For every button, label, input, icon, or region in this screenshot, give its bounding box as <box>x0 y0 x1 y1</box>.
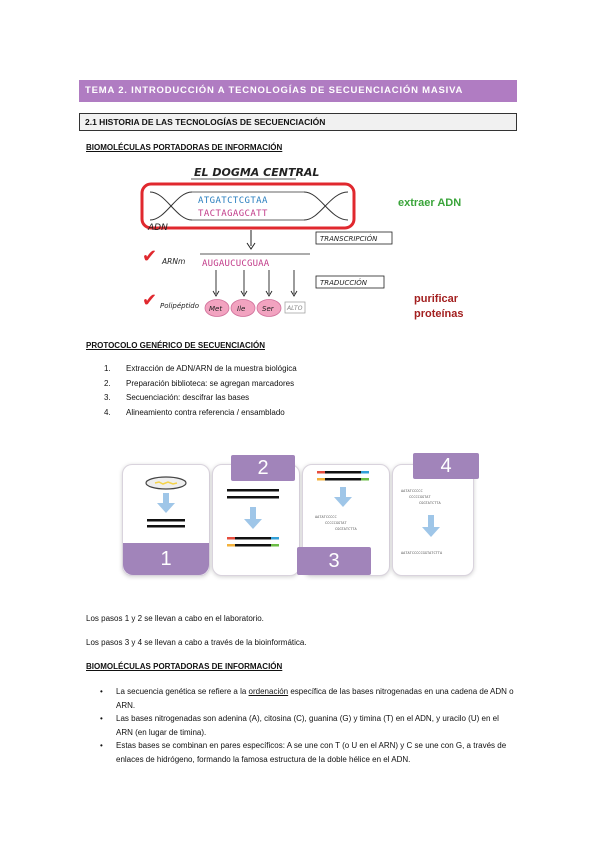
adn-label: ADN <box>147 223 168 233</box>
chapter-title: TEMA 2. INTRODUCCIÓN A TECNOLOGÍAS DE SE… <box>85 85 464 96</box>
traduccion-box <box>315 275 385 289</box>
heading-protocolo: PROTOCOLO GENÉRICO DE SECUENCIACIÓN <box>86 341 265 350</box>
aa-met-label: Met <box>209 305 222 313</box>
central-dogma-figure: EL DOGMA CENTRAL ATGATCTCGTAA TACTAGAGCA… <box>140 166 464 320</box>
align-seq-2: CCCCCGGTAT <box>409 495 431 499</box>
step-number-1: 1 <box>123 543 209 575</box>
extraer-adn-note: extraer ADN <box>398 197 461 209</box>
aa-met <box>204 299 230 317</box>
protocol-step: 3.Secuenciación: descifrar las bases <box>104 393 250 402</box>
paragraph-lab-steps: Los pasos 1 y 2 se llevan a cabo en el l… <box>86 614 264 623</box>
transcripcion-box <box>315 231 393 245</box>
aa-ile <box>230 299 256 317</box>
aa-ser <box>256 299 282 317</box>
workflow-card-3: AATATCCCCC CCCCCGGTAT CGGTATCTTA 3 <box>297 464 390 576</box>
assembled-seq: AATATCCCCCGGTATCTTA <box>401 551 443 555</box>
align-seq-3: CGGTATCTTA <box>419 501 441 505</box>
sample-tube-icon <box>145 476 187 528</box>
workflow-card-1: 1 <box>122 464 210 576</box>
codon-arrowhead-4 <box>290 290 298 297</box>
read-seq-1: AATATCCCCC <box>315 515 337 519</box>
section-title: 2.1 HISTORIA DE LAS TECNOLOGÍAS DE SECUE… <box>85 117 326 127</box>
bullet-item: •La secuencia genética se refiere a la o… <box>100 687 514 710</box>
polipeptido-label: Polipéptido <box>160 302 199 310</box>
sequencing-icon <box>317 471 369 507</box>
codon-arrowhead-3 <box>265 290 273 297</box>
dna-bottom-seq: TACTAGAGCATT <box>198 209 268 219</box>
workflow-card-4: 4 AATATCCCCC CCCCCGGTAT CGGTATCTTA AATAT… <box>392 453 479 576</box>
alto-box <box>284 301 306 314</box>
read-seq-3: CGGTATCTTA <box>335 527 357 531</box>
arnm-label: ARNm <box>161 257 185 266</box>
sequencing-workflow-figure: 1 2 AATATCCCCC CCCCCGGTAT CGGTATCTTA 3 4… <box>118 450 479 590</box>
transcripcion-label: TRANSCRIPCIÓN <box>320 234 378 243</box>
dna-frame <box>140 182 356 230</box>
traduccion-label: TRADUCCIÓN <box>320 278 368 287</box>
aa-ser-label: Ser <box>262 305 275 313</box>
info-bullet-list: •La secuencia genética se refiere a la o… <box>86 685 516 766</box>
align-seq-1: AATATCCCCC <box>401 489 423 493</box>
chapter-title-bar: TEMA 2. INTRODUCCIÓN A TECNOLOGÍAS DE SE… <box>79 80 517 102</box>
check-icon-arnm: ✔ <box>142 246 157 267</box>
step-number-3: 3 <box>297 547 371 575</box>
aa-ile-label: Ile <box>237 305 245 313</box>
protocol-step: 4.Alineamiento contra referencia / ensam… <box>104 407 285 417</box>
step-number-4: 4 <box>413 453 479 479</box>
section-title-box: 2.1 HISTORIA DE LAS TECNOLOGÍAS DE SECUE… <box>79 113 517 131</box>
rna-seq: AUGAUCUCGUAA <box>202 259 270 269</box>
protocol-step: 2.Preparación biblioteca: se agregan mar… <box>104 378 295 388</box>
helix-right-1 <box>303 191 349 221</box>
codon-arrowhead-1 <box>212 290 220 297</box>
bullet-item: •Estas bases se combinan en pares especí… <box>100 741 507 764</box>
library-prep-icon <box>227 489 279 547</box>
protocol-steps: 1.Extracción de ADN/ARN de la muestra bi… <box>104 362 297 420</box>
dogma-title: EL DOGMA CENTRAL <box>194 166 319 179</box>
codon-arrowhead-2 <box>240 290 248 297</box>
paragraph-bioinf-steps: Los pasos 3 y 4 se llevan a cabo a travé… <box>86 638 307 647</box>
step-number-2: 2 <box>231 455 295 481</box>
protocol-step: 1.Extracción de ADN/ARN de la muestra bi… <box>104 364 297 373</box>
dna-top-seq: ATGATCTCGTAA <box>198 196 268 206</box>
helix-left-2 <box>149 191 193 221</box>
helix-right-2 <box>303 191 349 221</box>
alto-label: ALTO <box>286 305 303 312</box>
workflow-card-2: 2 <box>212 455 300 576</box>
purificar-note-2: proteínas <box>414 308 464 320</box>
heading-biomoleculas-2: BIOMOLÉCULAS PORTADORAS DE INFORMACIÓN <box>86 662 283 671</box>
align-arrow-icon <box>422 515 440 537</box>
purificar-note-1: purificar <box>414 293 459 305</box>
transcription-arrowhead <box>246 242 256 250</box>
read-seq-2: CCCCCGGTAT <box>325 521 347 525</box>
check-icon-polipeptido: ✔ <box>142 290 157 311</box>
heading-biomoleculas-1: BIOMOLÉCULAS PORTADORAS DE INFORMACIÓN <box>86 143 283 152</box>
bullet-item: •Las bases nitrogenadas son adenina (A),… <box>100 714 499 737</box>
